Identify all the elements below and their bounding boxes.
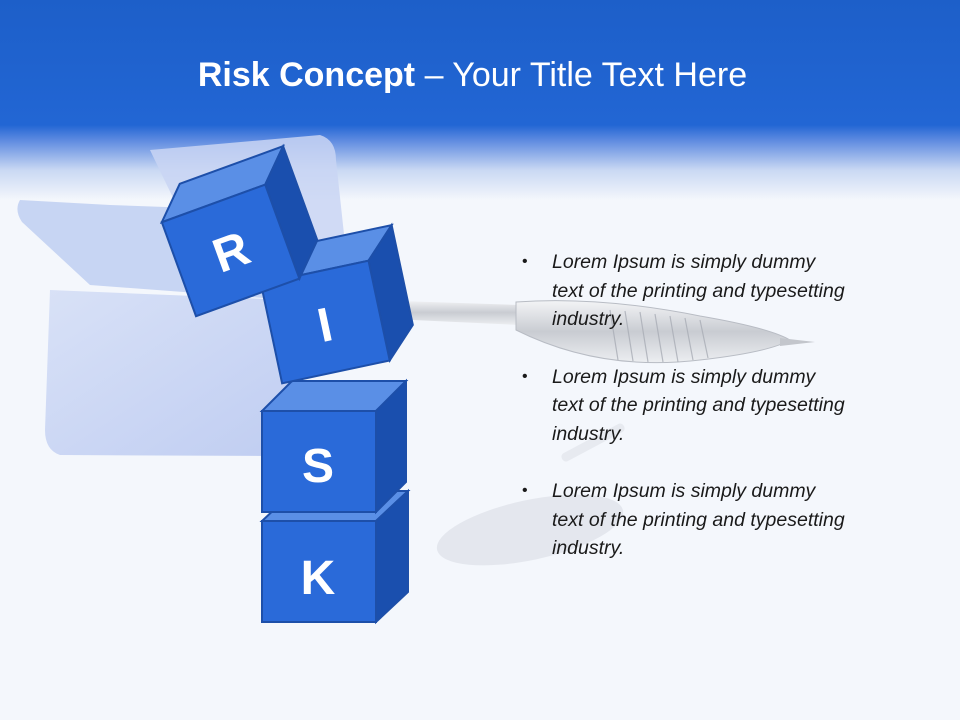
bullet-text: Lorem Ipsum is simply dummy text of the …	[552, 365, 845, 445]
dart-shadow	[436, 423, 625, 566]
bullet-list[interactable]: • Lorem Ipsum is simply dummy text of th…	[516, 248, 846, 592]
bullet-dot: •	[522, 253, 528, 270]
cube-s: S	[259, 378, 409, 515]
bullet-text: Lorem Ipsum is simply dummy text of the …	[552, 480, 845, 559]
cube-r: R	[159, 143, 319, 318]
bullet-dot: •	[522, 367, 528, 385]
bullet-text: Lorem Ipsum is simply dummy text of the …	[552, 251, 845, 330]
title-strong: Risk Concept	[197, 56, 416, 94]
bullet-item-2[interactable]: • Lorem Ipsum is simply dummy text of th…	[516, 363, 846, 449]
cube-letter-s: S	[302, 440, 334, 493]
cube-letter-k: K	[301, 552, 336, 605]
bullet-item-3[interactable]: • Lorem Ipsum is simply dummy text of th…	[516, 477, 846, 563]
title-rest: – Your Title Text Here	[424, 56, 748, 94]
bullet-item-1[interactable]: • Lorem Ipsum is simply dummy text of th…	[516, 248, 846, 334]
slide-title[interactable]: Risk Concept – Your Title Text Here	[0, 52, 945, 98]
risk-dart-illustration[interactable]: K S I R	[0, 120, 840, 640]
bullet-dot: •	[522, 482, 528, 499]
